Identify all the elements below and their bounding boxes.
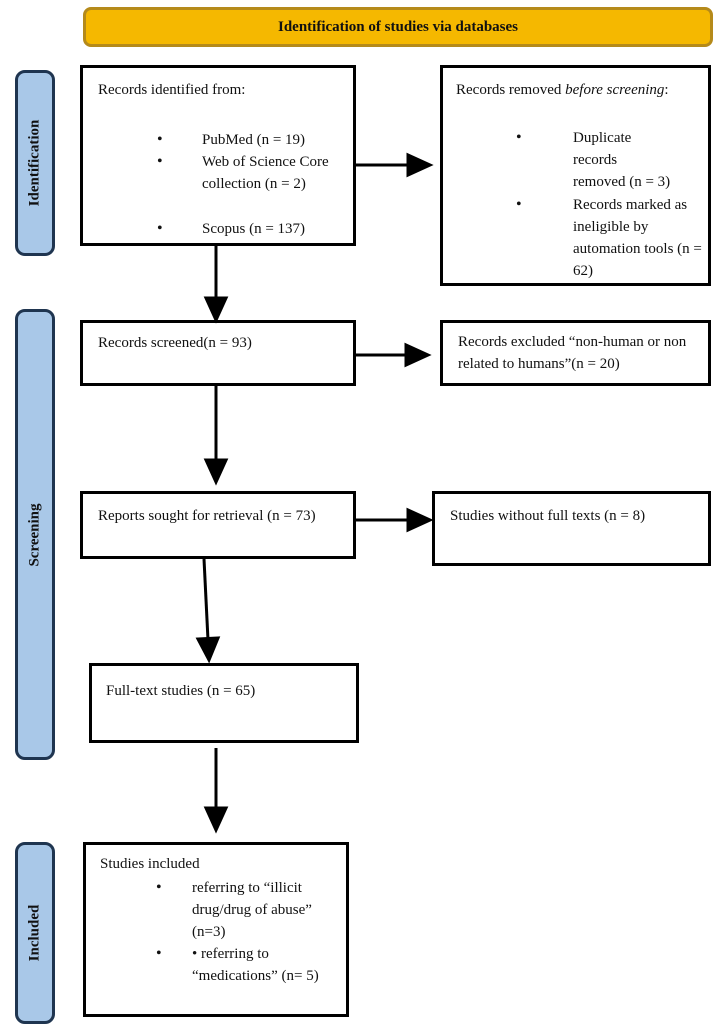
bullet: •: [157, 220, 163, 237]
included-item-medications: • referring to “medications” (n= 5): [192, 946, 319, 984]
arrow-head: [404, 342, 432, 368]
arrow-head: [406, 152, 434, 178]
bullet: •: [157, 131, 163, 148]
identified-item-pubmed: PubMed (n = 19): [202, 132, 306, 148]
fulltext-studies-text: Full-text studies (n = 65): [106, 683, 256, 699]
records-screened-text: Records screened(n = 93): [98, 335, 252, 351]
bullet: •: [156, 945, 162, 962]
records-removed-heading-plain: Records removed: [456, 82, 566, 98]
records-identified-heading: Records identified from:: [98, 82, 246, 98]
bullet: •: [516, 129, 522, 146]
records-screened-box: Records screened(n = 93): [80, 320, 356, 386]
arrow-head: [203, 296, 229, 324]
removed-item-duplicates: Duplicate records removed (n = 3): [573, 130, 671, 190]
identified-item-scopus: Scopus (n = 137): [202, 221, 306, 237]
included-item-illicit: referring to “illicit drug/drug of abuse…: [192, 880, 312, 940]
reports-sought-text: Reports sought for retrieval (n = 73): [98, 508, 316, 524]
bullet: •: [156, 879, 162, 896]
phase-screening: Screening: [15, 309, 55, 760]
phase-identification: Identification: [15, 70, 55, 256]
arrow-head: [406, 507, 434, 533]
reports-sought-box: Reports sought for retrieval (n = 73): [80, 491, 356, 559]
bullet: •: [157, 153, 163, 170]
banner: Identification of studies via databases: [83, 7, 713, 47]
bullet: •: [516, 196, 522, 213]
records-identified-box: Records identified from: • PubMed (n = 1…: [80, 65, 356, 246]
records-excluded-text: Records excluded “non-human or non relat…: [458, 334, 687, 372]
studies-included-box: Studies included • referring to “illicit…: [83, 842, 349, 1017]
arrow-head: [203, 806, 229, 834]
no-fulltext-text: Studies without full texts (n = 8): [450, 508, 646, 524]
phase-included: Included: [15, 842, 55, 1024]
fulltext-studies-box: Full-text studies (n = 65): [89, 663, 359, 743]
records-removed-heading: Records removed before screening:: [456, 79, 669, 101]
removed-item-ineligible: Records marked as ineligible by automati…: [573, 197, 702, 279]
identified-item-wos: Web of Science Core collection (n = 2): [202, 154, 329, 192]
studies-included-heading: Studies included: [100, 856, 200, 872]
arrow-head: [195, 636, 221, 664]
no-fulltext-box: Studies without full texts (n = 8): [432, 491, 711, 566]
arrow-sought-to-fulltext: [202, 558, 210, 641]
records-removed-heading-end: :: [664, 82, 669, 98]
records-excluded-box: Records excluded “non-human or non relat…: [440, 320, 711, 386]
records-removed-heading-italic: before screening: [565, 82, 665, 98]
banner-title: Identification of studies via databases: [277, 18, 519, 35]
records-removed-box: Records removed before screening: • Dupl…: [440, 65, 711, 286]
arrow-head: [203, 458, 229, 486]
